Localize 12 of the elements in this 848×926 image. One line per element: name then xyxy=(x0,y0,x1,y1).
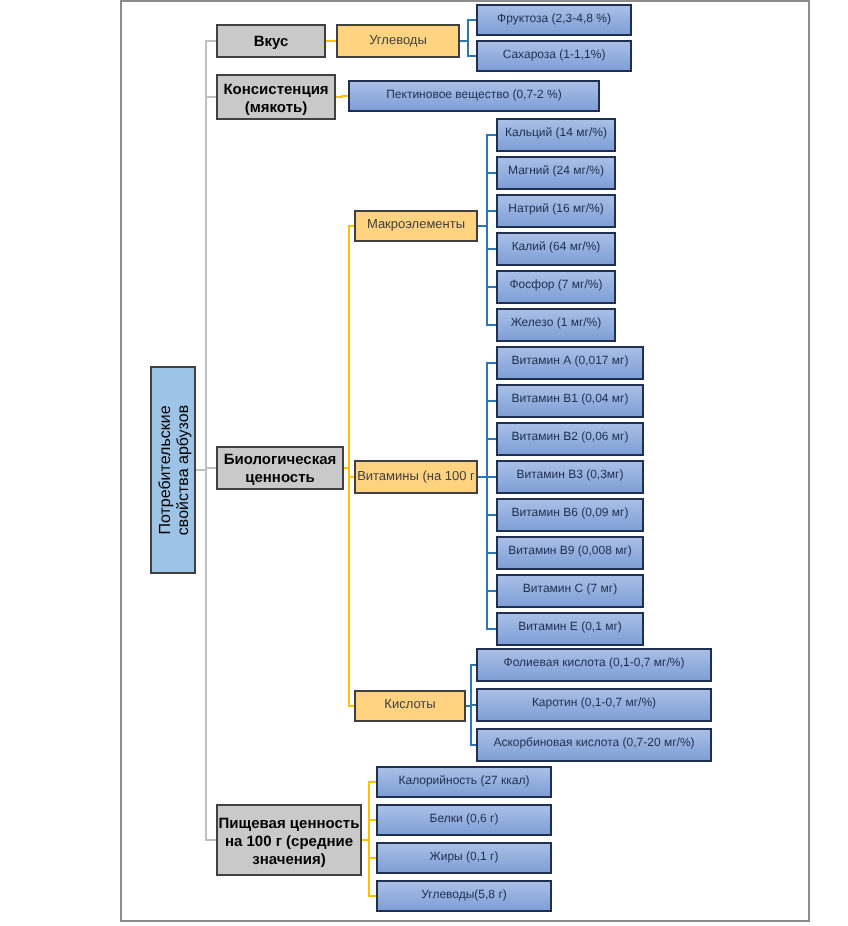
root-box: Потребительские свойства арбузов xyxy=(150,366,196,574)
connector xyxy=(459,40,477,57)
connector xyxy=(465,664,477,707)
connector xyxy=(343,467,355,707)
connector xyxy=(477,476,497,630)
connector xyxy=(343,225,355,469)
connector xyxy=(325,40,337,42)
connector xyxy=(477,225,497,326)
connector xyxy=(361,839,377,897)
connector xyxy=(465,705,477,746)
connector xyxy=(335,95,349,98)
connector xyxy=(195,469,217,841)
